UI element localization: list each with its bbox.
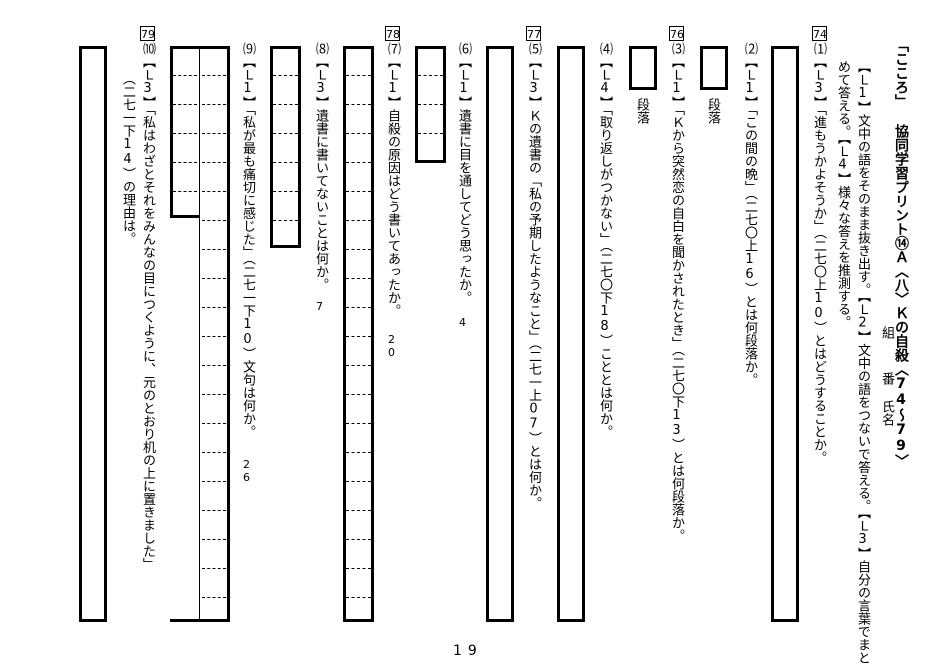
question-8-hint: 7 bbox=[313, 300, 326, 313]
answer-box-q10[interactable] bbox=[79, 46, 107, 622]
question-4: ⑷【Ｌ4】「取り返しがつかない」（二七〇下18）こととは何か。 bbox=[597, 42, 612, 438]
section-number-74: 74 bbox=[812, 26, 827, 41]
worksheet-title: 「こころ」 協同学習プリント⑭Ａ〈八〉Ｋの自殺〈74〜79〉 bbox=[893, 38, 909, 468]
answer-box-q5[interactable] bbox=[486, 46, 514, 622]
question-10: ⑽【Ｌ3】「私はわざとそれをみんなの目につくように、元のとおり机の上に置きました… bbox=[140, 42, 155, 571]
question-7: ⑺【Ｌ1】自殺の原因はどう書いてあったか。 bbox=[385, 42, 400, 317]
question-5: ⑸【Ｌ3】Ｋの遺書の「私の予期したようなこと」（二七一上07）とは何か。 bbox=[526, 42, 541, 510]
section-number-77: 77 bbox=[526, 26, 541, 41]
number-label: 番 bbox=[879, 372, 894, 385]
question-9-hint: 26 bbox=[240, 458, 253, 484]
question-6: ⑹【Ｌ1】遺書に目を通してどう思ったか。 bbox=[456, 42, 471, 304]
section-number-78: 78 bbox=[385, 26, 400, 41]
answer-box-q9[interactable] bbox=[170, 46, 230, 622]
answer-box-q2[interactable] bbox=[700, 46, 728, 90]
section-number-76: 76 bbox=[669, 26, 684, 41]
question-10-line-2: （二七一下14）の理由は。 bbox=[120, 72, 135, 245]
answer-box-q7[interactable] bbox=[343, 46, 374, 622]
question-3: ⑶【Ｌ1】「Ｋから突然恋の自白を聞かされたとき」（二七〇下13）とは何段落か。 bbox=[669, 42, 684, 542]
page-number: 19 bbox=[453, 643, 483, 659]
answer-box-q1[interactable] bbox=[771, 46, 799, 622]
answer-label-q2: 段落 bbox=[705, 98, 720, 124]
answer-box-q8[interactable] bbox=[270, 46, 301, 248]
answer-box-q3[interactable] bbox=[629, 46, 657, 90]
instruction-line-2: めて答える。【Ｌ4】様々な答えを推測する。 bbox=[835, 60, 850, 329]
answer-label-q3: 段落 bbox=[634, 98, 649, 124]
class-label: 組 bbox=[879, 326, 894, 339]
question-2: ⑵【Ｌ1】「この間の晩」（二七〇上16）とは何段落か。 bbox=[742, 42, 757, 386]
instruction-line-1: 【Ｌ1】文中の語をそのまま抜き出す。【Ｌ2】文中の語をつないで答える。【Ｌ3】自… bbox=[855, 60, 870, 664]
name-label: 氏名 bbox=[879, 400, 894, 426]
section-number-79: 79 bbox=[140, 26, 155, 41]
question-9: ⑼【Ｌ1】「私が最も痛切に感じた」（二七一下10）文句は何か。 bbox=[240, 42, 255, 438]
answer-box-q4[interactable] bbox=[557, 46, 585, 622]
question-8: ⑻【Ｌ3】遺書に書いてないことは何か。 bbox=[313, 42, 328, 291]
question-1: ⑴【Ｌ3】「進もうかよそうか」（二七〇上10）とはどうすることか。 bbox=[811, 42, 826, 464]
question-7-hint: 20 bbox=[385, 333, 398, 359]
question-6-hint: 4 bbox=[456, 316, 469, 329]
